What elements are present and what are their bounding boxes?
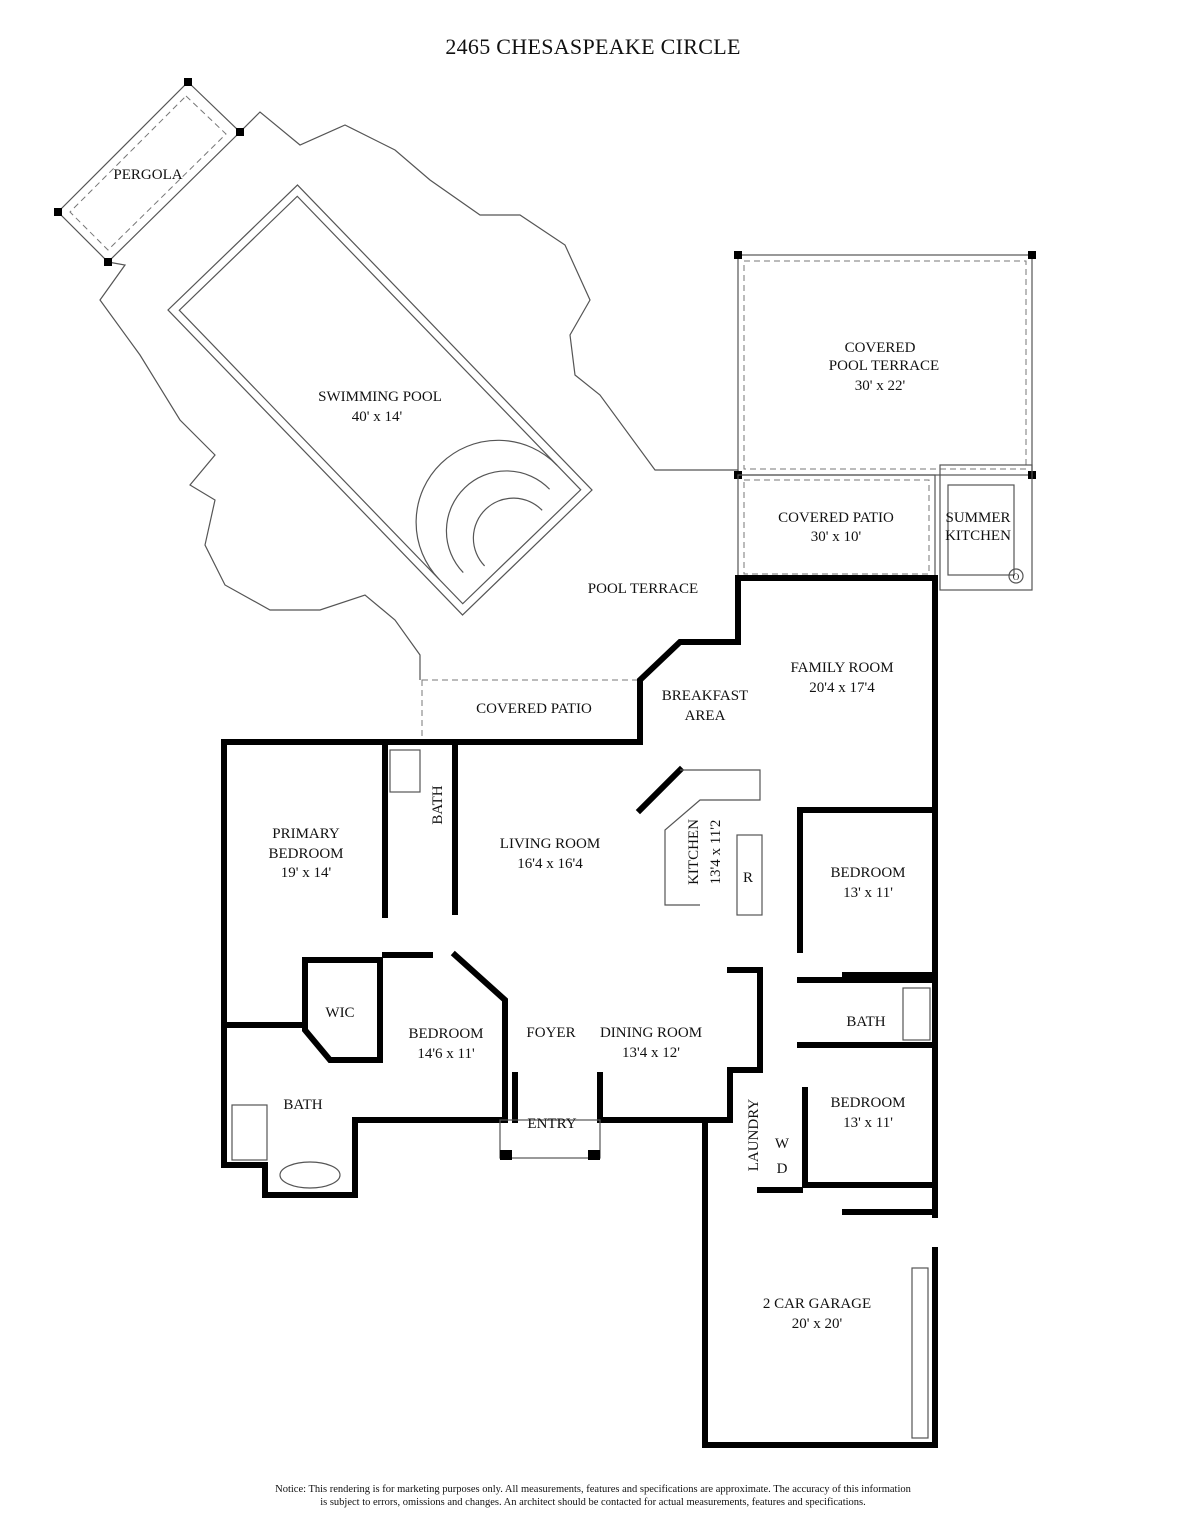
tub-east	[902, 987, 931, 1041]
pool-name: SWIMMING POOL	[318, 389, 442, 405]
grill-symbol: O	[1013, 572, 1020, 582]
pool-size: 40' x 14'	[352, 409, 403, 425]
kitchen-counter	[664, 769, 761, 906]
notice-line-1: Notice: This rendering is for marketing …	[275, 1484, 911, 1495]
summer-kitchen-name1: SUMMER	[945, 510, 1010, 526]
bedroom-sw-name: BEDROOM	[408, 1026, 483, 1042]
plan-title: 2465 CHESASPEAKE CIRCLE	[445, 34, 741, 59]
washer-label: W	[775, 1136, 790, 1152]
bedroom-ne-name: BEDROOM	[830, 865, 905, 881]
bath-east-label: BATH	[846, 1014, 885, 1030]
kitchen-size: 13'4 x 11'2	[708, 820, 724, 885]
bedroom-se-name: BEDROOM	[830, 1095, 905, 1111]
wic-label: WIC	[325, 1005, 354, 1021]
living-room-name: LIVING ROOM	[500, 836, 600, 852]
primary-bedroom-size: 19' x 14'	[281, 865, 332, 881]
foyer-label: FOYER	[526, 1025, 575, 1041]
pergola-label: PERGOLA	[113, 167, 182, 183]
walls	[221, 575, 938, 1448]
kitchen-name: KITCHEN	[686, 819, 702, 885]
breakfast-name1: BREAKFAST	[662, 688, 748, 704]
primary-bedroom-name2: BEDROOM	[268, 846, 343, 862]
swimming-pool	[167, 184, 593, 616]
entry-label: ENTRY	[527, 1116, 576, 1132]
shower-top	[389, 749, 421, 793]
dining-room-name: DINING ROOM	[600, 1025, 702, 1041]
dryer-label: D	[777, 1161, 788, 1177]
bedroom-se-size: 13' x 11'	[843, 1115, 893, 1131]
primary-bedroom-name1: PRIMARY	[272, 826, 340, 842]
bedroom-sw-size: 14'6 x 11'	[417, 1046, 475, 1062]
covered-pool-terrace	[734, 251, 1036, 591]
laundry-label: LAUNDRY	[746, 1099, 762, 1172]
family-room-name: FAMILY ROOM	[790, 660, 893, 676]
garage-name: 2 CAR GARAGE	[763, 1296, 871, 1312]
notice-line-2: is subject to errors, omissions and chan…	[320, 1497, 866, 1508]
refrigerator-label: R	[743, 870, 753, 886]
bedroom-ne-size: 13' x 11'	[843, 885, 893, 901]
pool-terrace-label: POOL TERRACE	[588, 581, 698, 597]
covered-pool-terrace-size: 30' x 22'	[855, 378, 906, 394]
covered-patio-east-name: COVERED PATIO	[778, 510, 894, 526]
covered-patio-west	[421, 679, 641, 741]
shower	[231, 1104, 268, 1161]
breakfast-name2: AREA	[685, 708, 726, 724]
bath-top-label: BATH	[430, 785, 446, 824]
garage-size: 20' x 20'	[792, 1316, 843, 1332]
entry-porch	[499, 1119, 601, 1160]
garage-door	[911, 1267, 929, 1439]
pergola	[54, 78, 244, 266]
kitchen-island	[736, 834, 763, 916]
summer-kitchen-name2: KITCHEN	[945, 528, 1011, 544]
covered-pool-terrace-name2: POOL TERRACE	[829, 358, 939, 374]
covered-patio-east-size: 30' x 10'	[811, 529, 862, 545]
living-room-size: 16'4 x 16'4	[517, 856, 583, 872]
covered-patio-west-label: COVERED PATIO	[476, 701, 592, 717]
bathtub	[279, 1161, 341, 1189]
covered-pool-terrace-name1: COVERED	[845, 340, 916, 356]
dining-room-size: 13'4 x 12'	[622, 1045, 680, 1061]
bath-primary-label: BATH	[283, 1097, 322, 1113]
disclaimer-notice: Notice: This rendering is for marketing …	[0, 1483, 1186, 1509]
family-room-size: 20'4 x 17'4	[809, 680, 875, 696]
